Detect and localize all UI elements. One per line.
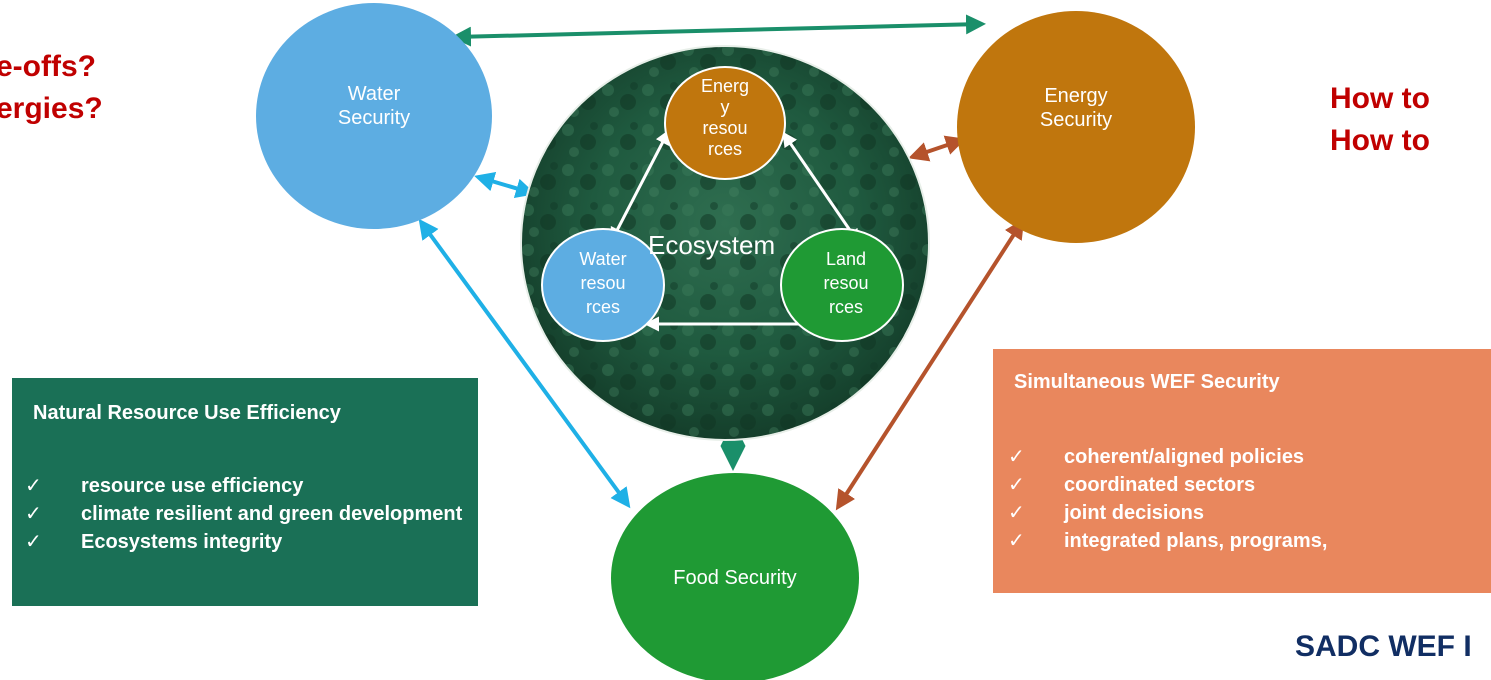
checkmark-icon: ✓ <box>25 531 42 553</box>
checkmark-icon: ✓ <box>25 475 42 497</box>
simultaneous-wef-security-title: Simultaneous WEF Security <box>1014 371 1280 393</box>
arrow-energy-land-resources <box>782 131 860 245</box>
natural-resource-efficiency-title: Natural Resource Use Efficiency <box>33 402 341 424</box>
list-item-text: coordinated sectors <box>1064 474 1256 496</box>
ecosystem-label: Ecosystem <box>648 230 776 260</box>
water-resources-circle <box>541 228 665 342</box>
list-item-text: resource use efficiency <box>81 475 304 497</box>
sadc-wef-footer: SADC WEF I <box>1295 630 1472 663</box>
energy-resources-line1: Energ <box>700 76 750 96</box>
arrow-energy-ecosystem <box>908 135 966 162</box>
food-security-circle <box>611 473 859 680</box>
question-how-to-2: How to <box>1330 124 1430 157</box>
checkmark-icon: ✓ <box>1008 502 1025 524</box>
energy-resources-line3: resou <box>702 118 748 138</box>
land-resources-circle <box>780 228 904 342</box>
water-security-label: Water Security <box>314 82 434 130</box>
right-questions: How to How to <box>1330 78 1430 162</box>
list-item: ✓ Ecosystems integrity <box>25 528 465 556</box>
list-item: ✓ resource use efficiency <box>25 472 465 500</box>
arrow-energy-water-resources <box>610 129 670 243</box>
water-resources-line3: rces <box>585 297 620 317</box>
list-item: ✓ integrated plans, programs, <box>1008 527 1478 555</box>
list-item: ✓ coordinated sectors <box>1008 471 1478 499</box>
checkmark-icon: ✓ <box>1008 530 1025 552</box>
list-item-text: climate resilient and green development <box>81 503 463 525</box>
energy-resources-line2: y <box>720 97 730 117</box>
arrow-water-energy <box>451 14 986 47</box>
arrow-water-ecosystem <box>474 171 536 199</box>
natural-resource-efficiency-list: ✓ resource use efficiency ✓ climate resili… <box>25 472 465 556</box>
land-resources-line2: resou <box>823 273 869 293</box>
arrow-water-food <box>418 218 631 509</box>
food-security-label: Food Security <box>673 567 797 589</box>
arrow-energy-food <box>835 218 1025 511</box>
checkmark-icon: ✓ <box>1008 474 1025 496</box>
question-synergies: ergies? <box>0 92 103 125</box>
water-resources-line1: Water <box>579 249 627 269</box>
energy-security-circle <box>957 11 1195 243</box>
list-item: ✓ coherent/aligned policies <box>1008 443 1478 471</box>
water-security-line1: Water <box>347 83 401 105</box>
water-security-circle <box>256 3 492 229</box>
simultaneous-wef-security-list: ✓ coherent/aligned policies ✓ coordinated … <box>1008 443 1478 555</box>
natural-resource-efficiency-box: Natural Resource Use Efficiency ✓ resourc… <box>12 378 478 606</box>
energy-resources-circle <box>664 66 786 180</box>
checkmark-icon: ✓ <box>1008 446 1025 468</box>
energy-security-line2: Security <box>1039 109 1113 131</box>
water-resources-line2: resou <box>580 273 626 293</box>
energy-resources-label: Energ y resou rces <box>685 76 765 160</box>
simultaneous-wef-security-box: Simultaneous WEF Security ✓ coherent/alig… <box>993 349 1491 593</box>
water-security-line2: Security <box>337 107 411 129</box>
left-questions: e-offs? ergies? <box>0 46 103 130</box>
question-tradeoffs: e-offs? <box>0 50 96 83</box>
energy-security-label: Energy Security <box>1016 84 1136 132</box>
list-item: ✓ climate resilient and green development <box>25 500 465 528</box>
list-item: ✓ joint decisions <box>1008 499 1478 527</box>
water-resources-label: Water resou rces <box>563 247 643 319</box>
land-resources-label: Land resou rces <box>806 247 886 319</box>
list-item-text: joint decisions <box>1064 502 1205 524</box>
list-item-text: coherent/aligned policies <box>1064 446 1305 468</box>
land-resources-line1: Land <box>825 249 867 269</box>
list-item-text: Ecosystems integrity <box>81 531 283 553</box>
checkmark-icon: ✓ <box>25 503 42 525</box>
energy-resources-line4: rces <box>707 139 742 159</box>
question-how-to-1: How to <box>1330 82 1430 115</box>
list-item-text: integrated plans, programs, <box>1064 530 1328 552</box>
land-resources-line3: rces <box>828 297 863 317</box>
energy-security-line1: Energy <box>1044 85 1108 107</box>
